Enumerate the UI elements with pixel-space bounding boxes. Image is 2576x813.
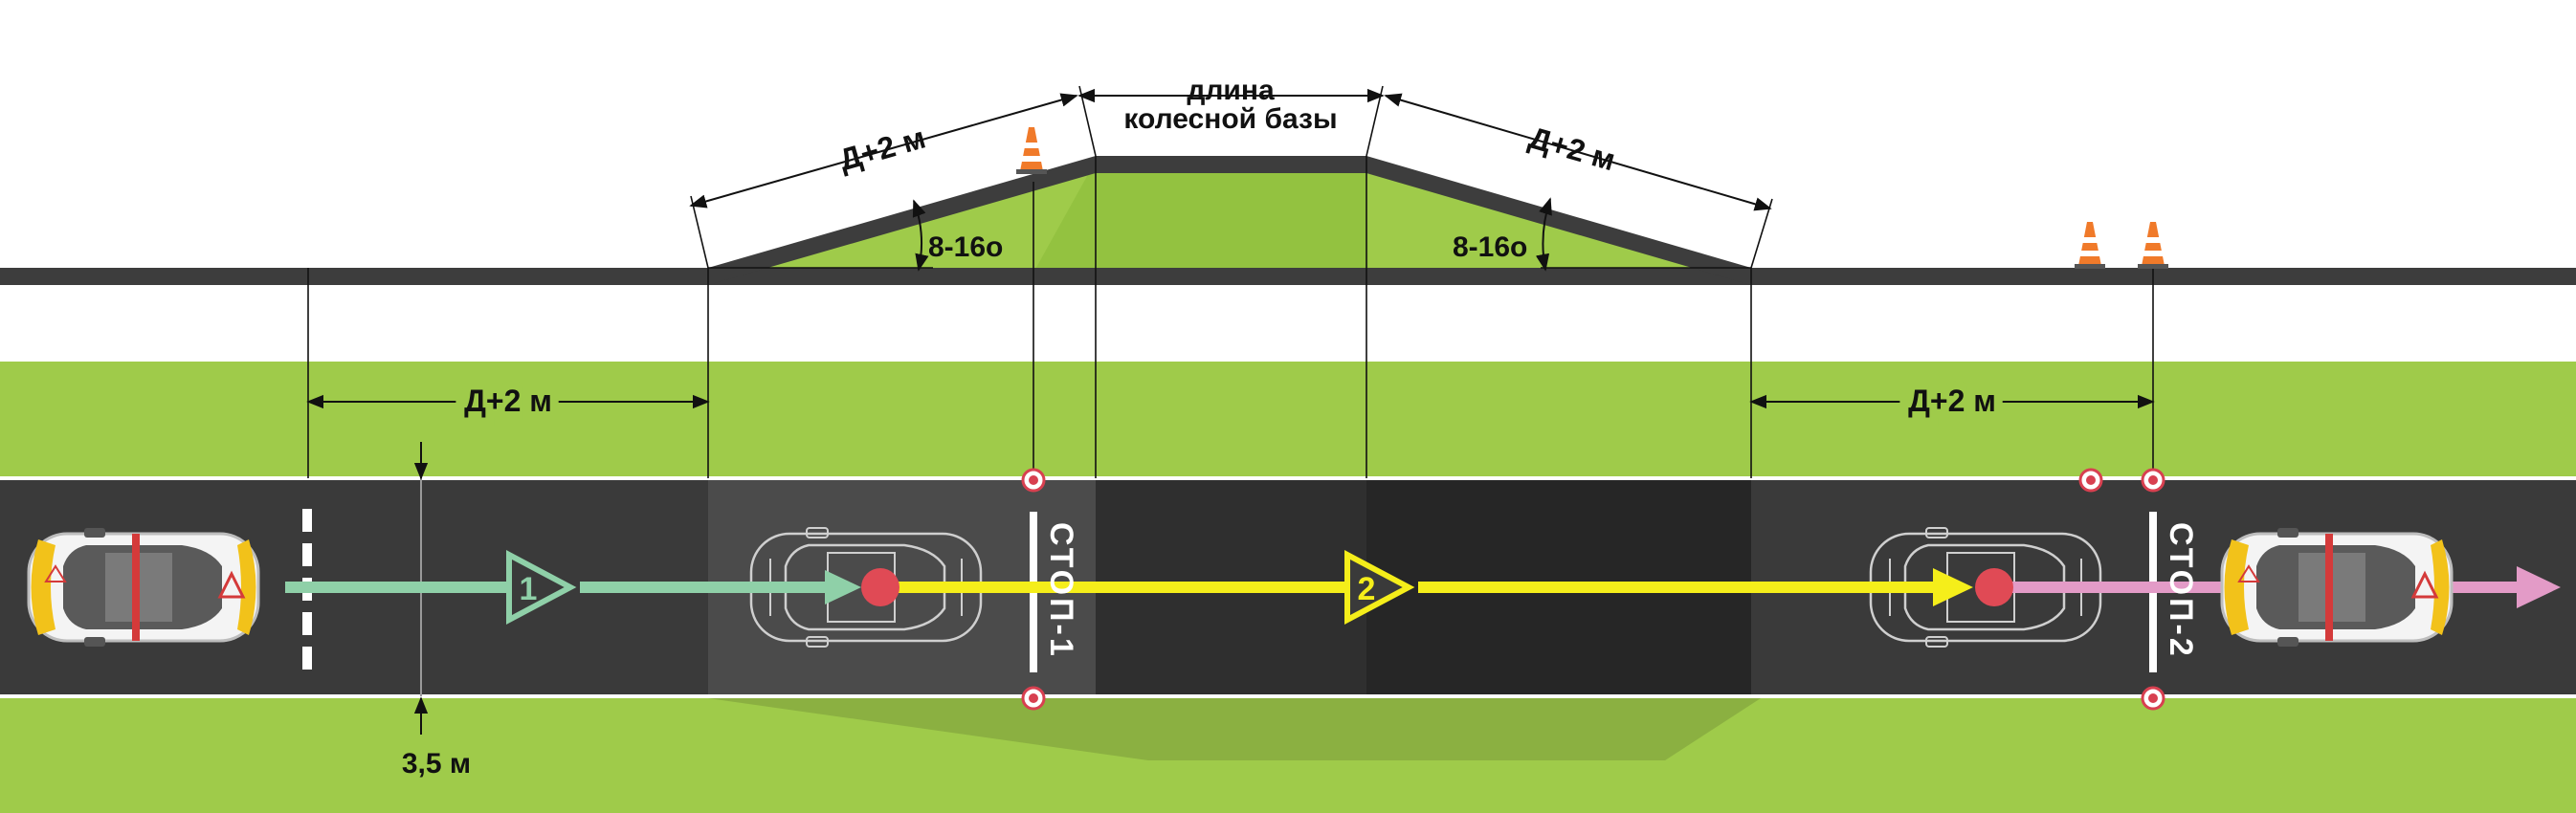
stop-point-1: [861, 568, 899, 606]
step-2-label: 2: [1358, 571, 1376, 607]
ramp-up-length-label: Д+2 м: [835, 120, 929, 177]
ring-marker-icon: [1021, 686, 1046, 711]
ring-marker-icon: [2141, 468, 2165, 493]
width-label: 3,5 м: [402, 748, 471, 780]
car-topview-icon: [27, 526, 260, 648]
step-1-triangle: [506, 550, 577, 625]
profile-white-band: [0, 312, 2576, 362]
stop2-label: СТОП-2: [2163, 522, 2199, 659]
approach-length-label: Д+2 м: [464, 384, 552, 418]
profile-ground: [0, 268, 2576, 285]
road-shadow: [708, 698, 1761, 760]
wheelbase-label-line1: длина: [1187, 75, 1275, 106]
arrow-pink-head: [2517, 566, 2561, 608]
traffic-cone-icon: [1016, 127, 1047, 174]
grass-strip-top: [0, 362, 2576, 476]
arrow-yellow-head: [1933, 568, 1973, 606]
road-edge-top: [0, 476, 2576, 480]
stop-point-2: [1975, 568, 2013, 606]
car-topview-icon: [2220, 526, 2454, 648]
exit-length-label: Д+2 м: [1908, 384, 1996, 418]
side-profile: [0, 156, 2576, 476]
step-2-triangle: [1344, 550, 1415, 625]
guide-lines: [307, 156, 2154, 478]
ring-marker-icon: [2141, 686, 2165, 711]
wheelbase-label-line2: колесной базы: [1123, 103, 1337, 135]
ring-marker-icon: [1021, 468, 1046, 493]
traffic-cone-icon: [2138, 222, 2168, 269]
dimensions: [306, 85, 2155, 735]
hill-grass-shade: [1033, 161, 1368, 273]
stop1-label: СТОП-1: [1043, 522, 1079, 659]
angle-down-label: 8-16о: [1453, 231, 1527, 263]
ramp-down-length-label: Д+2 м: [1525, 120, 1619, 177]
ring-marker-icon: [2078, 468, 2103, 493]
road-edge-bottom: [0, 694, 2576, 698]
arrow-green-head: [825, 570, 861, 604]
angle-up-label: 8-16о: [928, 231, 1003, 263]
step-1-label: 1: [520, 571, 538, 607]
traffic-cone-icon: [2075, 222, 2105, 269]
